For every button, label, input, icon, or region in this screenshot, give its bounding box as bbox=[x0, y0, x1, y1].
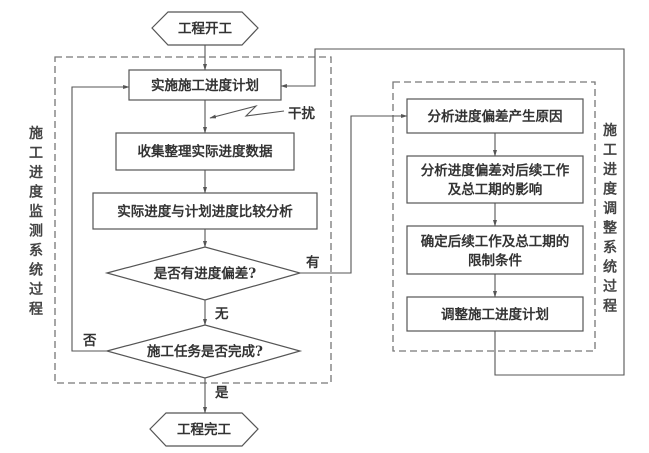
adjustment-side-label-char: 系 bbox=[603, 239, 617, 256]
monitoring-side-label-char: 过 bbox=[29, 281, 43, 298]
adjustment-side-label-char: 施 bbox=[603, 122, 617, 139]
adjustment-side-label-char: 程 bbox=[603, 299, 617, 315]
edge-label-not-complete: 否 bbox=[82, 333, 97, 349]
adjustment-side-label-char: 调 bbox=[603, 201, 617, 217]
step-analyze-impact-label-2: 及总工期的影响 bbox=[448, 181, 543, 198]
start-node bbox=[151, 11, 259, 46]
monitoring-side-label-char: 统 bbox=[29, 262, 43, 279]
monitoring-side-label-char: 系 bbox=[29, 242, 43, 259]
step-analyze-cause-label: 分析进度偏差产生原因 bbox=[428, 108, 563, 125]
disturbance-label: 干扰 bbox=[288, 105, 315, 122]
connector-deviation-to-adjust bbox=[300, 114, 408, 274]
adjustment-process-group bbox=[392, 81, 596, 352]
adjustment-side-label-char: 整 bbox=[602, 220, 618, 237]
monitoring-side-label-char: 施 bbox=[29, 125, 43, 142]
monitoring-process-group bbox=[54, 56, 332, 384]
edge-label-yes-deviation: 有 bbox=[306, 254, 320, 271]
step-analyze-impact bbox=[406, 155, 584, 204]
adjustment-side-label-char: 工 bbox=[603, 143, 617, 159]
monitoring-side-label-char: 监 bbox=[29, 203, 43, 220]
step-adjust-plan-label: 调整施工进度计划 bbox=[441, 306, 549, 323]
adjustment-side-label-char: 进 bbox=[603, 162, 617, 178]
adjustment-side-label-char: 过 bbox=[603, 278, 617, 295]
decision-complete bbox=[104, 324, 303, 379]
decision-deviation-label: 是否有进度偏差? bbox=[154, 265, 256, 282]
monitoring-side-label-char: 测 bbox=[29, 223, 43, 240]
step-adjust-plan bbox=[406, 296, 584, 332]
monitoring-side-label-char: 进 bbox=[29, 165, 43, 181]
adjustment-side-label-char: 度 bbox=[603, 181, 618, 198]
step-collect-data-label: 收集整理实际进度数据 bbox=[138, 143, 273, 160]
monitoring-side-label-char: 工 bbox=[29, 146, 43, 162]
edge-label-complete: 是 bbox=[215, 385, 229, 401]
end-node-label: 工程完工 bbox=[177, 421, 231, 438]
connector-adjust-feedback-loop bbox=[280, 48, 625, 376]
step-determine-constraints bbox=[406, 225, 584, 275]
disturbance-arrow bbox=[209, 104, 285, 119]
monitoring-side-label-char: 程 bbox=[29, 302, 43, 318]
monitoring-side-label-char: 度 bbox=[29, 184, 44, 201]
end-node bbox=[149, 412, 259, 447]
step-implement-plan-label: 实施施工进度计划 bbox=[151, 77, 259, 94]
start-node-label: 工程开工 bbox=[178, 21, 232, 37]
decision-complete-label: 施工任务是否完成? bbox=[147, 343, 263, 360]
step-implement-plan bbox=[128, 69, 282, 101]
step-determine-constraints-label-2: 限制条件 bbox=[468, 252, 522, 269]
step-compare-label: 实际进度与计划进度比较分析 bbox=[117, 203, 293, 220]
step-analyze-impact-label-1: 分析进度偏差对后续工作 bbox=[421, 162, 570, 179]
step-determine-constraints-label-1: 确定后续工作及总工期的 bbox=[421, 233, 570, 250]
adjustment-side-label-char: 统 bbox=[603, 259, 617, 276]
connector-not-complete-loop bbox=[71, 85, 130, 352]
edge-label-no-deviation: 无 bbox=[214, 306, 229, 322]
